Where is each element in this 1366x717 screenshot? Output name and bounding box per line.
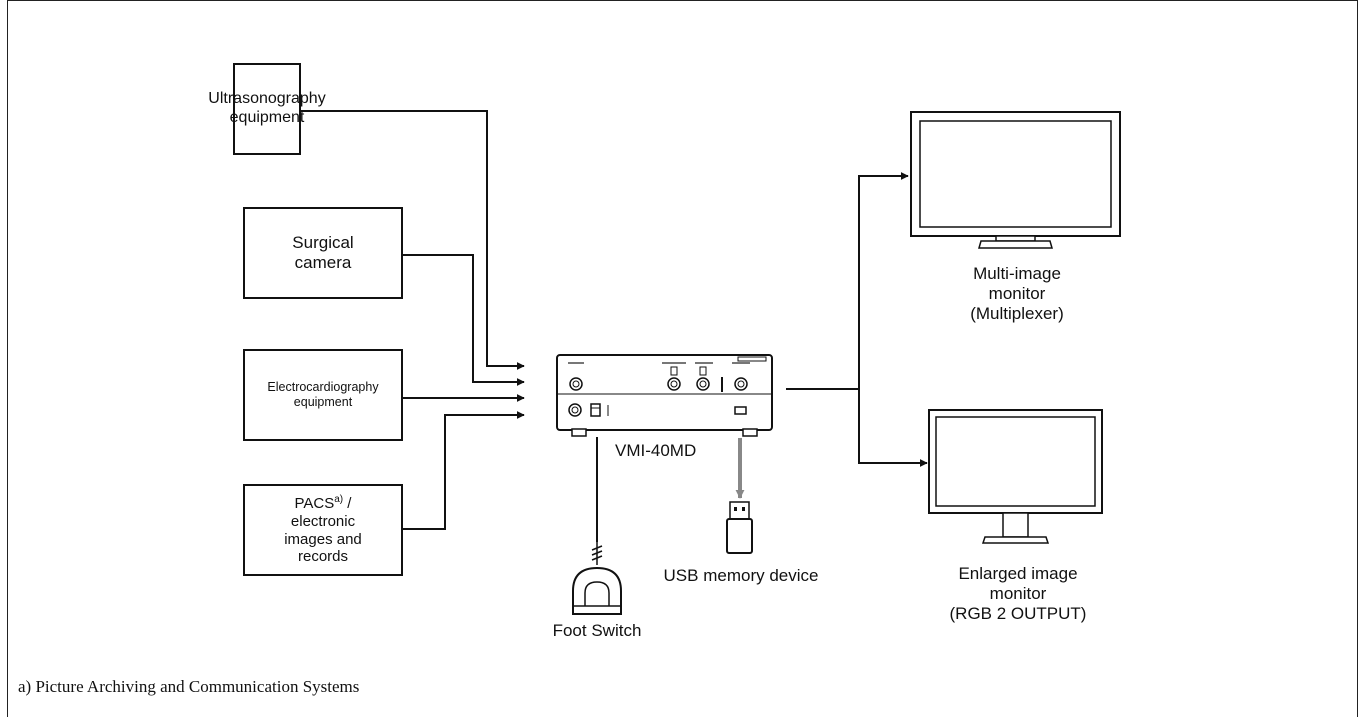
camera-connection-line xyxy=(403,254,525,386)
footnote: a) Picture Archiving and Communication S… xyxy=(18,677,360,696)
device-foot-switch-port xyxy=(590,403,601,417)
device-knob xyxy=(734,377,748,391)
pacs-box: PACSa) / electronic images and records xyxy=(243,484,403,576)
enlarged-monitor-label: Enlarged image monitor (RGB 2 OUTPUT) xyxy=(949,564,1087,624)
usb-memory-icon xyxy=(726,501,753,554)
device-usb-port xyxy=(734,406,747,415)
pacs-footnote-mark: a) xyxy=(334,494,344,506)
multi-image-monitor-label: Multi-image monitor (Multiplexer) xyxy=(970,264,1064,324)
vmi-40md-device xyxy=(556,354,773,437)
pacs-description: / electronic images and records xyxy=(284,495,362,566)
surgical-camera-label: Surgical camera xyxy=(292,232,354,272)
pacs-connection-line xyxy=(403,411,525,530)
ultrasonography-equipment-box: Ultrasonography equipment xyxy=(208,63,326,155)
device-foot-right xyxy=(742,428,758,437)
surgical-camera-box: Surgical camera xyxy=(243,207,403,299)
enlarged-monitor-connection-line xyxy=(858,389,928,467)
device-power-button xyxy=(568,403,582,417)
multi-monitor-connection-line xyxy=(786,172,909,390)
cable-strain-relief xyxy=(591,542,603,565)
device-name-label: VMI-40MD xyxy=(615,441,697,460)
pacs-label: PACSa) / electronic images and records xyxy=(284,494,362,566)
device-foot-left xyxy=(571,428,587,437)
device-knob xyxy=(696,377,710,391)
multi-image-monitor-icon xyxy=(910,111,1121,249)
foot-switch-label: Foot Switch xyxy=(552,621,642,640)
ultrasonography-equipment-label: Ultrasonography equipment xyxy=(208,90,326,126)
diagram-frame xyxy=(7,0,1358,717)
electrocardiography-equipment-label: Electrocardiography equipment xyxy=(267,380,379,409)
device-knob xyxy=(667,377,681,391)
device-body xyxy=(556,354,773,431)
enlarged-monitor-icon xyxy=(928,409,1103,544)
ultrasound-connection-line xyxy=(301,110,525,370)
device-knob xyxy=(569,377,583,391)
foot-switch-icon xyxy=(572,566,622,615)
pacs-name: PACS xyxy=(294,495,335,513)
electrocardiography-equipment-box: Electrocardiography equipment xyxy=(243,349,403,441)
usb-memory-label: USB memory device xyxy=(663,566,819,585)
